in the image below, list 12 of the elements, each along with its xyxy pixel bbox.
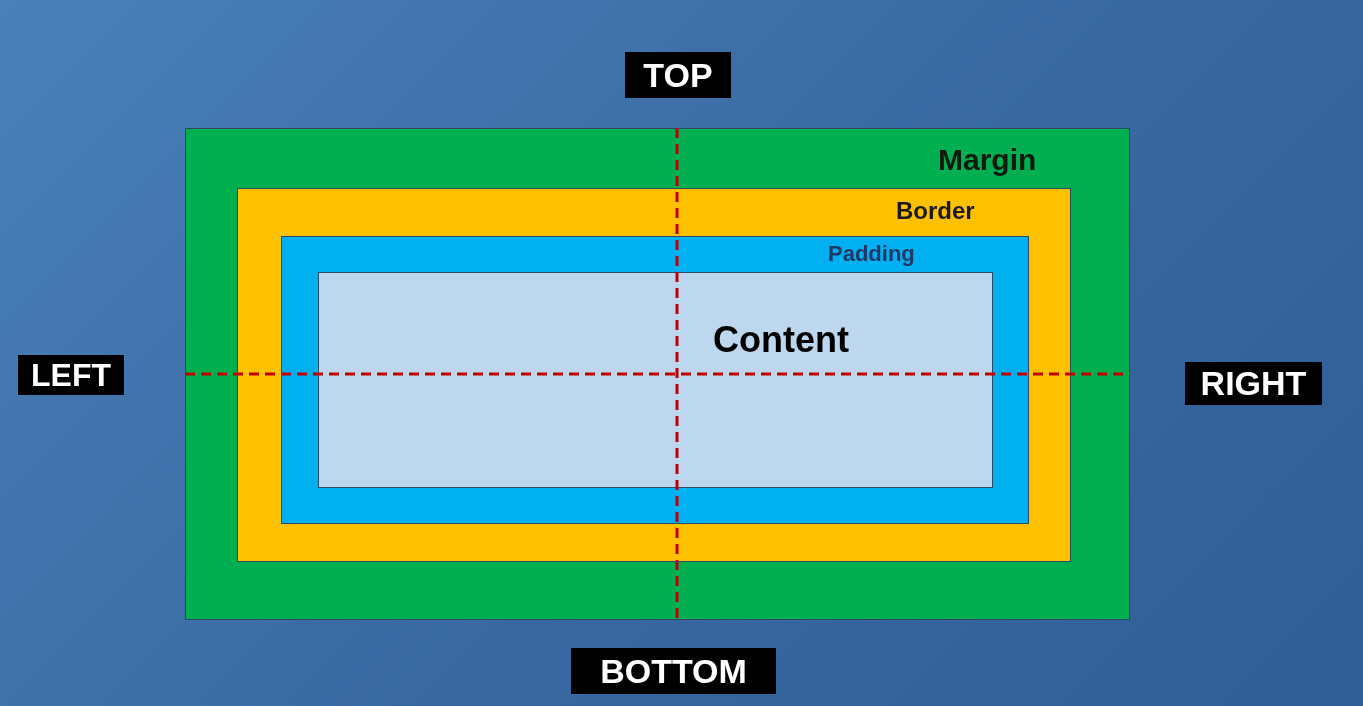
direction-label: RIGHT <box>1185 362 1322 405</box>
box-model-layer <box>237 188 1071 562</box>
box-model-layer <box>318 272 993 488</box>
box-model-layer <box>185 128 1130 620</box>
direction-label: BOTTOM <box>571 648 776 694</box>
direction-label: LEFT <box>18 355 124 395</box>
layer-label: Margin <box>938 143 1037 177</box>
box-model-layer <box>281 236 1029 524</box>
layer-label: Content <box>713 319 849 361</box>
direction-label: TOP <box>625 52 731 98</box>
layer-label: Padding <box>828 241 915 267</box>
layer-label: Border <box>896 197 975 225</box>
